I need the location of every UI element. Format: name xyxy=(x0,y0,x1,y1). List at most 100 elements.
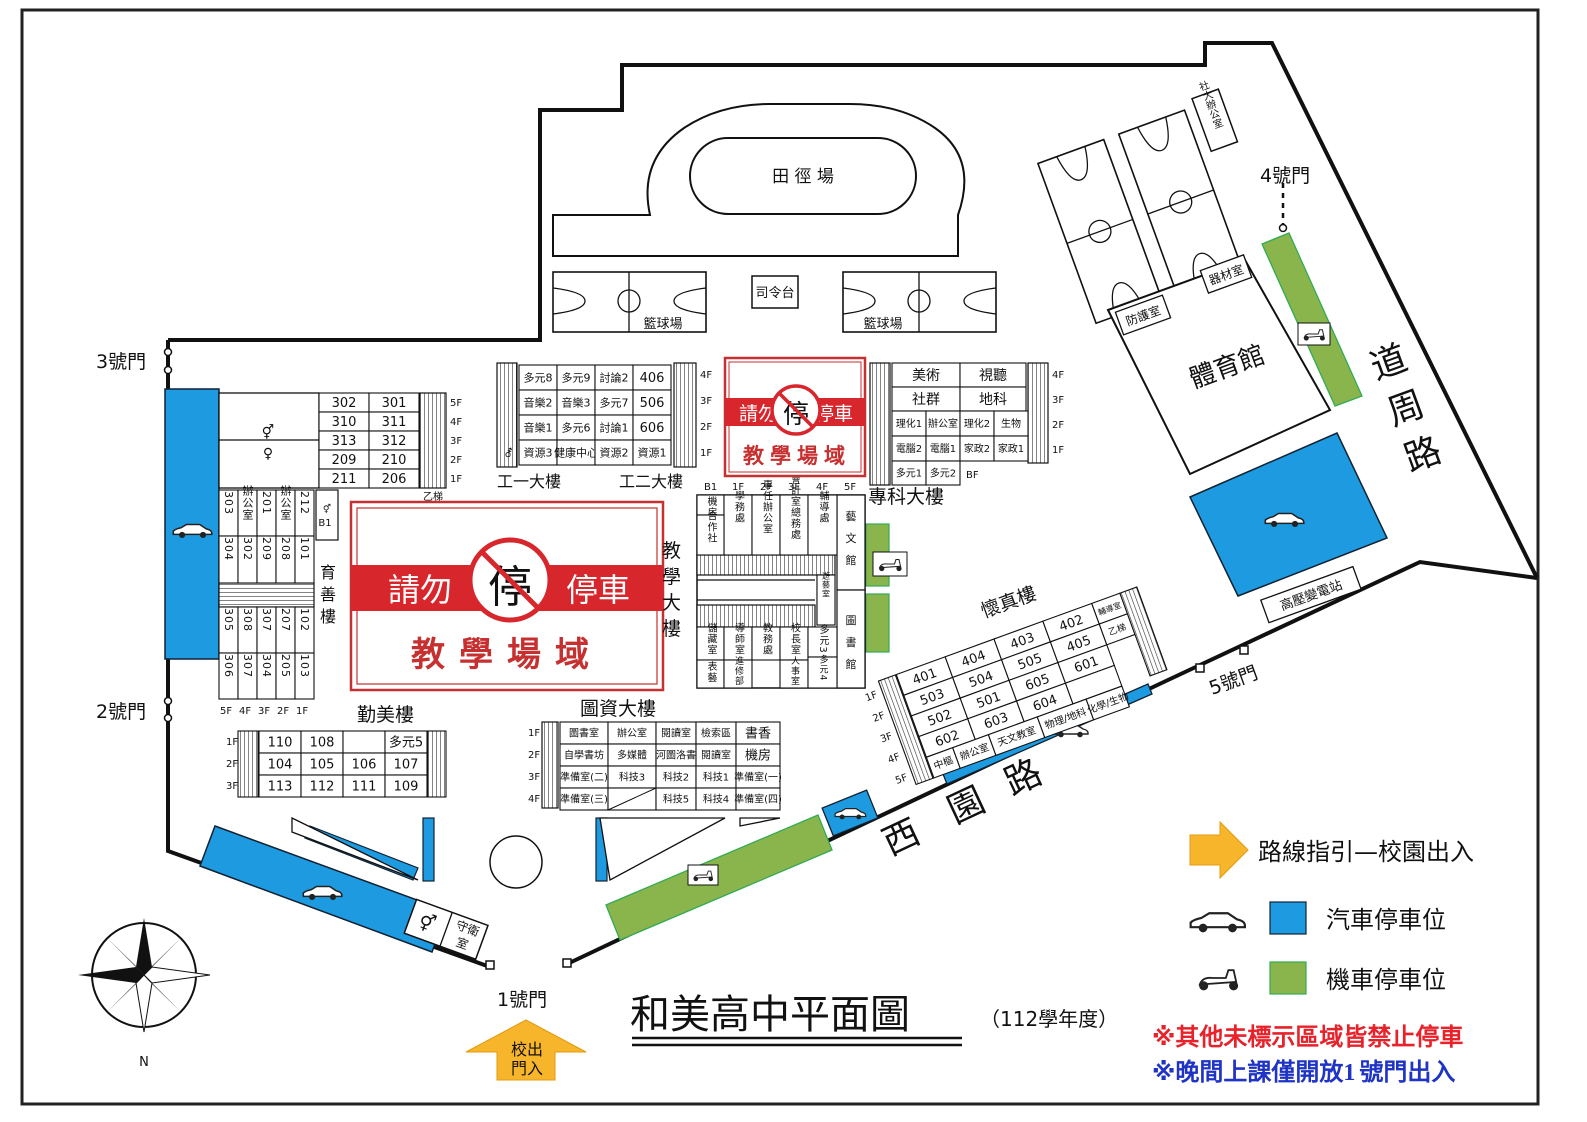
room-label: 105 xyxy=(310,758,335,773)
room-label: 健康中心 xyxy=(554,445,598,459)
room-label: 406 xyxy=(640,371,665,386)
classroom-label: 302 xyxy=(332,396,357,411)
lib-hall-label: 圖書館 xyxy=(846,614,857,671)
room-label: 305 xyxy=(222,608,235,632)
art-hall-label: 藝文館 xyxy=(846,510,857,567)
room-label: 多元9 xyxy=(562,370,591,384)
svg-text:室: 室 xyxy=(454,934,470,952)
svg-text:路: 路 xyxy=(1399,430,1447,481)
room-label: 遊藝室 xyxy=(822,571,831,599)
floor-label: 4F xyxy=(700,370,712,381)
library-building-grid: 圖書室辦公室閱讀室檢索區書香1F自學書坊多媒體河圖洛書閱讀室機房2F準備室(二)… xyxy=(528,721,782,811)
room-label: 討論1 xyxy=(600,420,629,434)
road-daozhou-label: 道 周 路 xyxy=(1365,338,1447,481)
room-label: 音樂3 xyxy=(562,395,591,409)
room-label: 113 xyxy=(268,780,293,795)
map-title: 和美高中平面圖 xyxy=(630,992,910,1038)
note-red: ※其他未標示區域皆禁止停車 xyxy=(1152,1023,1463,1051)
huaizhen-building: 4014044034025035045054055025016056016026… xyxy=(864,586,1168,787)
svg-text:路: 路 xyxy=(998,752,1048,804)
svg-text:請勿: 請勿 xyxy=(739,403,777,425)
classroom-label: 211 xyxy=(332,472,357,487)
room-label: 302 xyxy=(241,537,254,561)
floor-label: 1F xyxy=(450,474,462,485)
room-label: 儲藏室 xyxy=(705,622,717,655)
planter-2 xyxy=(599,817,726,882)
classroom-label: 312 xyxy=(382,434,407,449)
room-label: 進修部 xyxy=(733,655,744,686)
yushan-label: 育善樓 xyxy=(320,563,336,626)
svg-text:園: 園 xyxy=(941,780,991,832)
svg-text:⚥: ⚥ xyxy=(323,503,331,515)
svg-text:校出: 校出 xyxy=(511,1040,543,1059)
room-label: 閱讀室 xyxy=(701,749,731,762)
svg-text:道: 道 xyxy=(1365,338,1413,389)
room-label: 多元1 xyxy=(896,467,922,480)
floor-label: 1F xyxy=(1052,445,1064,456)
svg-text:藝: 藝 xyxy=(846,510,857,523)
room-label: 自學書坊 xyxy=(564,749,604,762)
library-label: 圖資大樓 xyxy=(580,698,656,720)
gate-1-label: 1號門 xyxy=(497,989,547,1011)
room-label: 308 xyxy=(241,608,254,632)
floor-label: 5F xyxy=(220,706,232,717)
room-label: 閱讀室 xyxy=(661,727,691,740)
svg-text:西: 西 xyxy=(876,812,926,864)
room-label: 人事室 xyxy=(789,656,800,686)
room-label: 河圖洛書 xyxy=(656,749,696,762)
room-label: 生物 xyxy=(1001,417,1021,430)
gate-3-label: 3號門 xyxy=(96,351,146,373)
track-inner xyxy=(689,137,917,215)
room-label: 音樂1 xyxy=(524,420,553,434)
floor-label: 4F xyxy=(528,794,540,805)
room-label: 304 xyxy=(222,537,235,561)
svg-text:樓: 樓 xyxy=(662,618,681,640)
svg-text:樓: 樓 xyxy=(320,607,336,626)
room-label: 辦公室 xyxy=(617,727,647,740)
gate-5-label: 5號門 xyxy=(1206,662,1261,700)
room-label: 視聽 xyxy=(979,368,1007,384)
classroom-label: 313 xyxy=(332,434,357,449)
huaizhen-label: 懷真樓 xyxy=(978,583,1039,623)
yushan-lower-grid: ⚥ B1 3033043053065F辦公室3023083074F2012093… xyxy=(218,484,339,717)
svg-text:⚦: ⚦ xyxy=(504,447,513,460)
no-parking-small-line2: 教學場域 xyxy=(743,444,851,468)
room-label: 多元7 xyxy=(600,395,629,409)
legend: 路線指引—校園出入 汽車停車位 機車停車位 xyxy=(1189,820,1474,995)
svg-text:書: 書 xyxy=(846,635,857,649)
room-label: 準備室(三) xyxy=(560,793,608,806)
room-label: 合作社 xyxy=(705,509,717,543)
room-label: 101 xyxy=(298,537,311,561)
floor-label: 2F xyxy=(700,422,712,433)
room-label: 機房 xyxy=(745,748,771,764)
room-label: 表藝 xyxy=(705,660,717,683)
svg-text:籃球場: 籃球場 xyxy=(643,317,682,332)
zhuanke-label: 專科大樓 xyxy=(868,486,944,508)
room-label: 104 xyxy=(268,758,293,773)
svg-text:館: 館 xyxy=(846,657,857,671)
classroom-label: 209 xyxy=(332,453,357,468)
room-label: 112 xyxy=(310,780,335,795)
room-label: 準備室(四) xyxy=(734,793,782,806)
room-label: 107 xyxy=(394,758,419,773)
room-label: 學務處 xyxy=(733,489,745,523)
room-label: 書香 xyxy=(745,727,771,742)
boundary-north xyxy=(168,41,1539,579)
room-label: 檢索區 xyxy=(701,727,731,740)
room-label: 多元8 xyxy=(524,370,553,384)
scooter-parking-south xyxy=(605,814,833,941)
classroom-label: 206 xyxy=(382,472,407,487)
room-label: 理化1 xyxy=(896,417,922,430)
room-label: 110 xyxy=(268,736,293,751)
gate-2-label: 2號門 xyxy=(96,701,146,723)
room-label: 辦公室 xyxy=(279,484,292,521)
room-label: 校長室 xyxy=(789,621,801,655)
floor-label: 3F xyxy=(450,436,462,447)
room-label: 家政2 xyxy=(964,442,990,455)
svg-text:♀: ♀ xyxy=(263,446,273,462)
room-label: 201 xyxy=(260,491,273,515)
